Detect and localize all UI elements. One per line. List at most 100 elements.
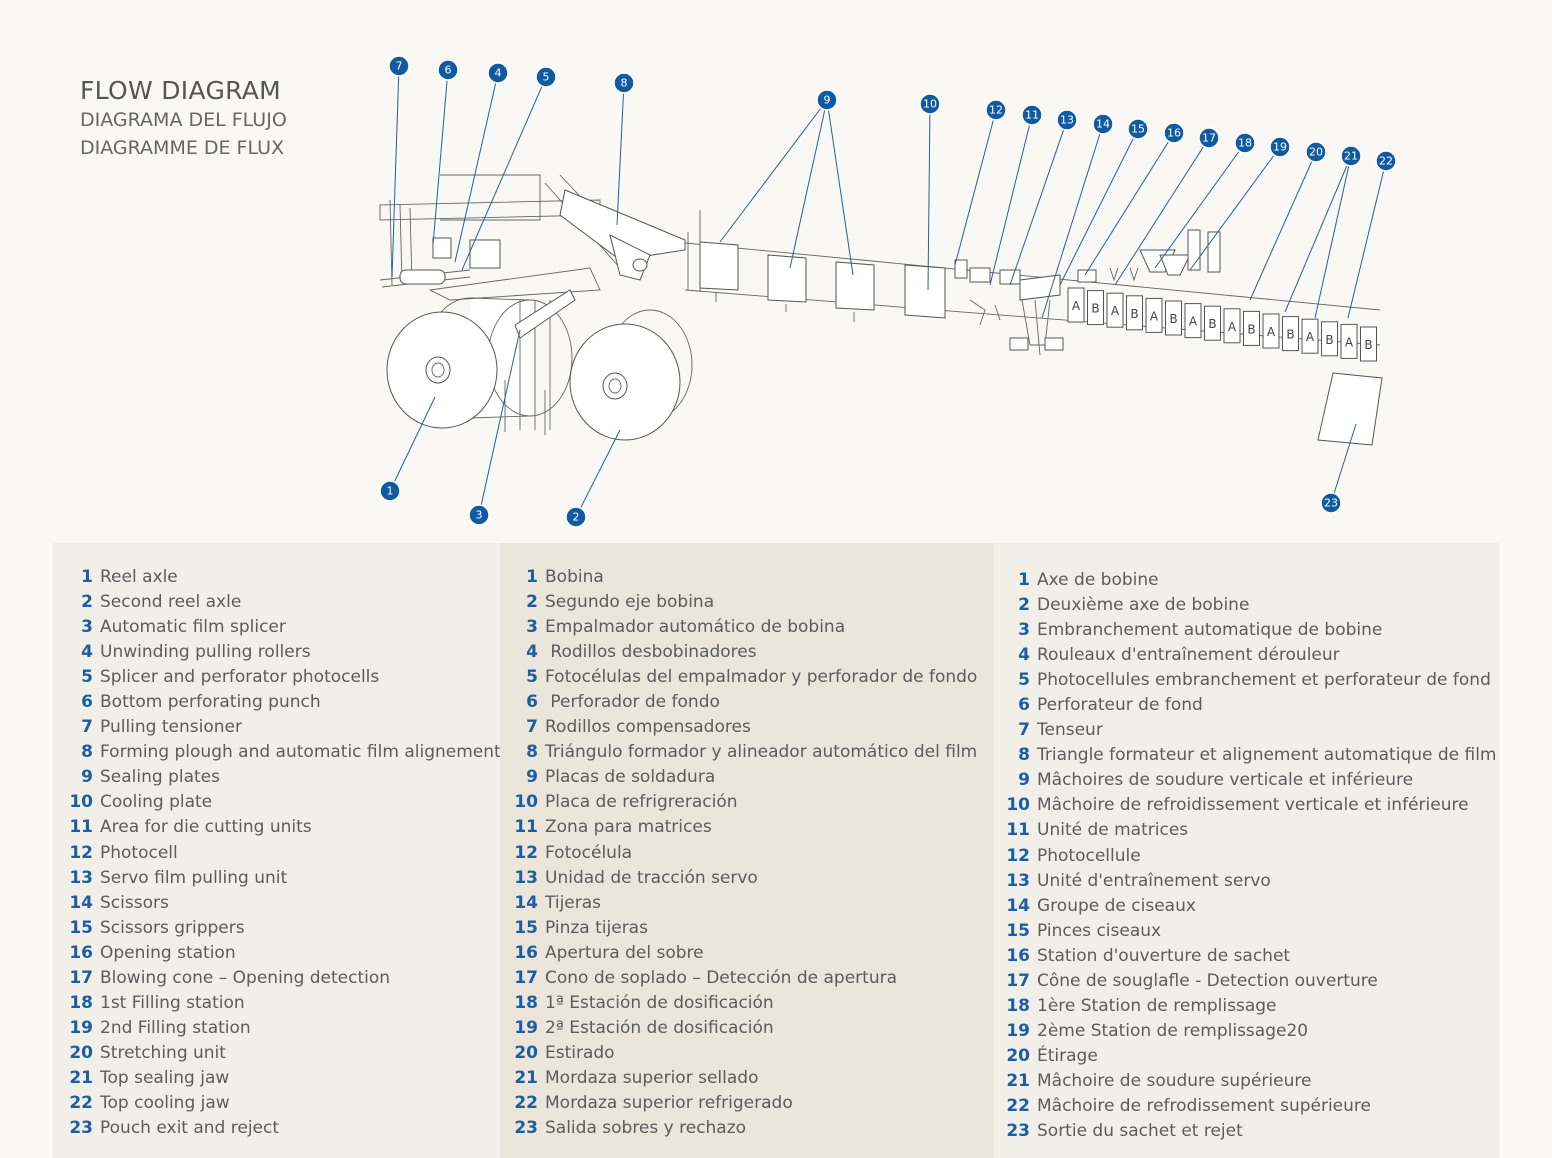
pouch [1145,297,1163,333]
legend-item-number: 14 [1006,895,1030,916]
svg-text:23: 23 [1324,497,1338,510]
legend-item-number: 8 [81,742,93,763]
legend-item-number: 12 [1006,845,1030,866]
legend-item-number: 23 [69,1118,93,1139]
callout-14: 14 [1092,113,1114,135]
legend-item-number: 20 [69,1042,93,1063]
filling-stations [1077,229,1221,283]
legend-item-number: 8 [526,742,538,763]
pouch-letter: A [1150,309,1159,323]
legend-item-number: 17 [69,967,93,988]
legend-item-number: 17 [514,967,538,988]
legend-item-number: 6 [1018,695,1030,716]
title-english: FLOW DIAGRAM [80,76,282,105]
callout-11: 11 [1021,104,1043,126]
legend-item-number: 6 [81,692,93,713]
legend-item-label: Estirado [545,1042,615,1063]
legend-item-label: Groupe de ciseaux [1037,895,1196,916]
svg-text:20: 20 [1309,146,1323,159]
legend-item-label: Tijeras [545,892,602,913]
svg-text:19: 19 [1273,141,1287,154]
svg-text:4: 4 [495,67,502,80]
legend-item-number: 16 [514,942,538,963]
forming-plough [559,189,686,281]
svg-text:15: 15 [1131,123,1145,136]
legend-item-number: 1 [1018,570,1030,590]
legend-item-label: Photocellule [1037,845,1141,866]
legend-item-number: 18 [69,992,93,1013]
legend-item-label: Automatic film splicer [100,617,286,638]
callout-4: 4 [487,62,509,84]
legend-item-label: Triángulo formador y alineador automátic… [545,742,978,763]
legend-item-label: Empalmador automático de bobina [545,617,846,638]
legend-item-number: 8 [1018,745,1030,766]
legend-item-number: 7 [1018,720,1030,741]
pouch [1340,323,1358,359]
legend-item-label: Cône de souglafle - Detection ouverture [1037,970,1378,991]
callout-5: 5 [535,66,557,88]
legend-item-label: Segundo eje bobina [545,592,715,613]
legend-item: 17 Cono de soplado – Detección de apertur… [512,966,977,991]
legend-item-number: 15 [1006,920,1030,941]
legend-item-number: 10 [1006,795,1030,816]
legend-item-label: Placas de soldadura [545,767,716,788]
pouch [1262,313,1280,349]
legend-item-label: Bobina [545,567,604,587]
svg-text:22: 22 [1379,155,1393,168]
svg-text:10: 10 [923,98,937,111]
callout-16: 16 [1163,122,1185,144]
title-block: FLOW DIAGRAM DIAGRAMA DEL FLUJO DIAGRAMM… [80,76,287,162]
legend-item: 14 Groupe de ciseaux [1004,894,1497,919]
legend-item-label: Reel axle [100,567,178,587]
pouch [1223,308,1241,344]
legend-item-number: 20 [1006,1045,1030,1066]
sealing-plates [699,241,946,322]
legend-item-label: Scissors [100,892,169,913]
legend-item-label: Pinces ciseaux [1037,920,1162,941]
legend-item-label: Sortie du sachet et rejet [1037,1121,1243,1142]
legend-item-label: Placa de refrigreración [545,792,738,813]
legend-item-label: 1st Filling station [100,992,245,1013]
legend-item-label: Cooling plate [100,792,213,813]
legend-item: 12 Photocellule [1004,844,1497,869]
legend-item-number: 22 [514,1092,538,1113]
legend-item-label: Top sealing jaw [100,1067,230,1088]
legend-item-label: Cono de soplado – Detección de apertura [545,967,898,988]
legend-item-label: Pouch exit and reject [100,1118,280,1139]
unwind-frame [379,174,641,435]
callout-badges: 1 2 3 4 5 6 7 8 9 10 12 11 13 14 15 16 1… [379,55,1397,528]
legend-item-label: Top cooling jaw [100,1092,230,1113]
legend-item-number: 20 [514,1042,538,1063]
callout-20: 20 [1305,141,1327,163]
legend-item-number: 5 [526,667,538,688]
svg-text:17: 17 [1202,132,1216,145]
legend-item-label: 1ère Station de remplissage [1037,995,1277,1016]
svg-text:8: 8 [621,77,628,90]
legend-item-number: 17 [1006,970,1030,991]
legend-item-number: 11 [1006,820,1030,841]
legend-item-label: Bottom perforating punch [100,692,321,713]
callout-17: 17 [1198,127,1220,149]
legend-item-number: 19 [514,1017,538,1038]
legend-item: 17 Cône de souglafle - Detection ouvertur… [1004,969,1497,994]
svg-text:9: 9 [824,94,831,107]
pouch-letter: B [1208,317,1216,331]
